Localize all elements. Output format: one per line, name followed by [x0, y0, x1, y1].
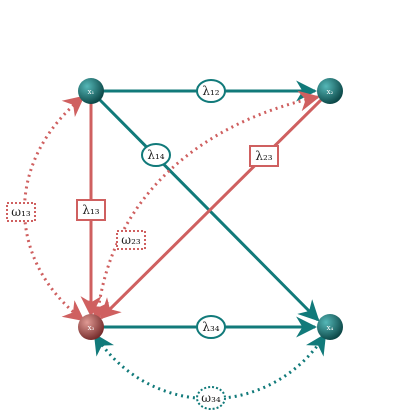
node-x4: x₄ [317, 314, 343, 340]
label-omega34: ω₃₄ [196, 386, 226, 410]
label-lambda34-text: λ₃₄ [202, 320, 219, 334]
edge-lambda23 [99, 96, 325, 320]
label-lambda12-text: λ₁₂ [202, 84, 219, 98]
node-x2: x₂ [317, 78, 343, 104]
label-omega23-text: ω₂₃ [121, 233, 141, 247]
node-x4-label: x₄ [327, 324, 334, 332]
node-x2-label: x₂ [327, 88, 334, 96]
label-omega13: ω₁₃ [6, 202, 36, 222]
label-omega23: ω₂₃ [116, 230, 146, 250]
edge-omega34 [93, 333, 327, 401]
label-lambda23: λ₂₃ [249, 145, 279, 167]
node-x3: x₃ [78, 314, 104, 340]
label-lambda34: λ₃₄ [196, 315, 226, 339]
label-lambda14-text: λ₁₄ [147, 148, 164, 162]
label-lambda12: λ₁₂ [196, 79, 226, 103]
label-omega13-text: ω₁₃ [11, 205, 31, 219]
node-x3-label: x₃ [88, 324, 95, 332]
label-lambda13: λ₁₃ [76, 199, 106, 221]
node-x1-label: x₁ [88, 88, 95, 96]
node-x1: x₁ [78, 78, 104, 104]
label-lambda14: λ₁₄ [141, 143, 171, 167]
label-lambda23-text: λ₂₃ [255, 149, 272, 163]
label-omega34-text: ω₃₄ [201, 391, 221, 405]
edge-omega13 [23, 95, 85, 322]
label-lambda13-text: λ₁₃ [82, 203, 99, 217]
